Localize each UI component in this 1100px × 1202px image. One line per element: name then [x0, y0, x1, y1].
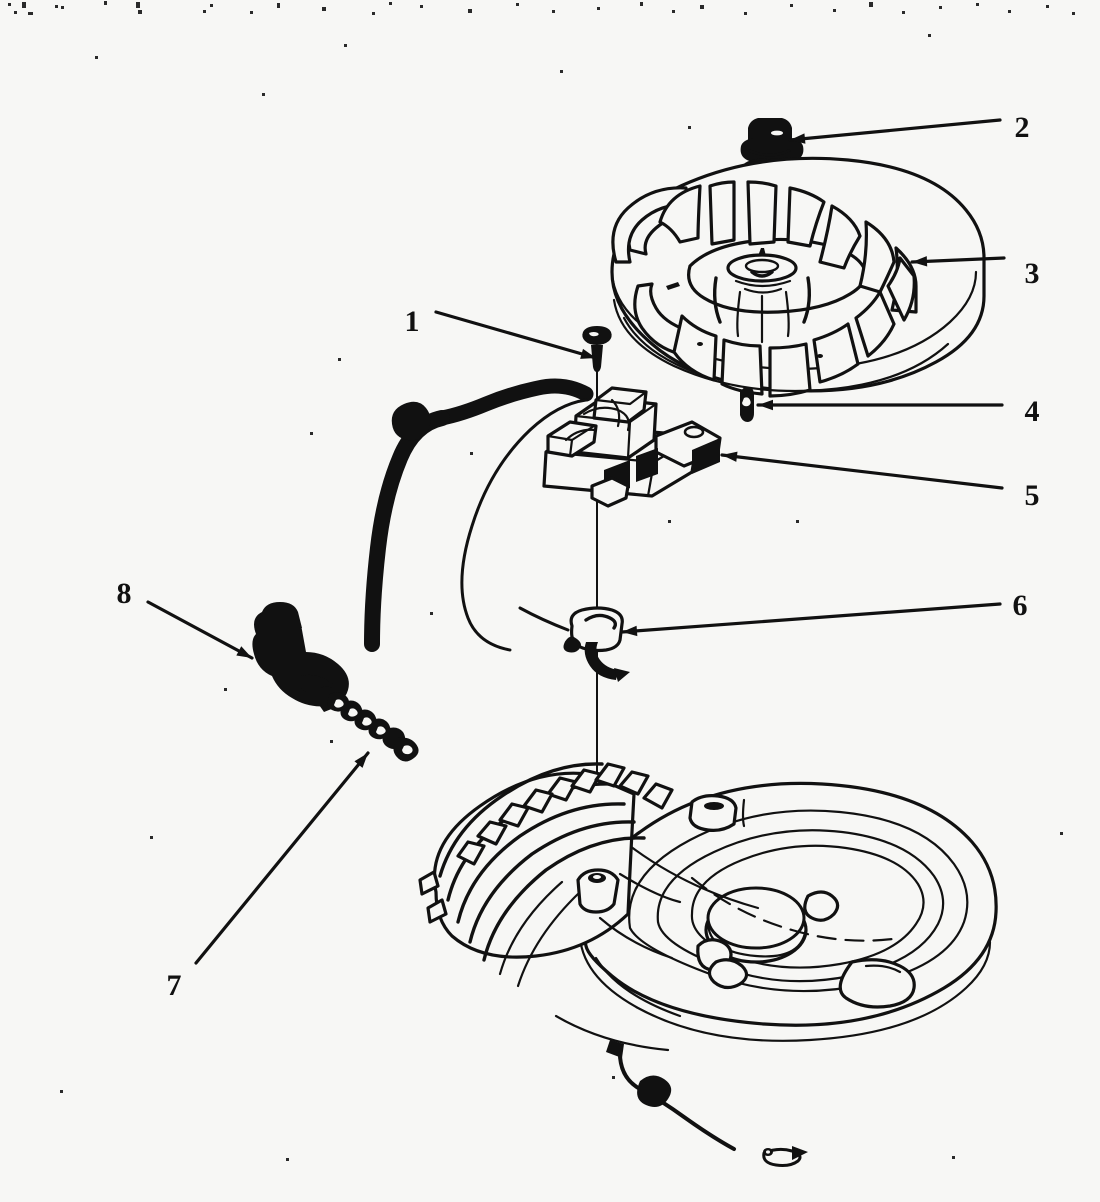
callout-arrowhead-3	[912, 256, 928, 267]
callout-number-8: 8	[117, 577, 132, 610]
callout-arrowhead-6	[622, 625, 638, 637]
spark-plug-threads	[327, 692, 406, 749]
callout-leader-2	[788, 118, 1002, 142]
callout-leader-7	[194, 751, 370, 965]
callout-number-7: 7	[167, 969, 182, 1002]
callout-arrowhead-5	[722, 451, 738, 462]
wire-terminal-lug	[762, 1146, 808, 1167]
callout-arrowhead-1	[580, 348, 596, 359]
callout-layer: 1 2 3 4 5 6 7 8	[117, 111, 1040, 1002]
callout-number-2: 2	[1015, 111, 1030, 144]
callout-leader-8	[146, 600, 254, 660]
callout-6: 6	[620, 589, 1028, 637]
armature-ignition-coil	[460, 386, 722, 652]
crankcase-mounting-lug	[688, 794, 746, 832]
callout-number-1: 1	[405, 305, 420, 338]
callout-number-4: 4	[1025, 395, 1040, 428]
callout-number-3: 3	[1025, 257, 1040, 290]
callout-number-6: 6	[1013, 589, 1028, 622]
ground-wire-with-terminal	[606, 1040, 808, 1167]
engine-cylinder-and-crankcase	[418, 762, 998, 1052]
callout-7: 7	[167, 751, 370, 1002]
callout-number-5: 5	[1025, 479, 1040, 512]
callout-5: 5	[720, 451, 1040, 512]
callout-4: 4	[756, 395, 1040, 428]
callout-arrowhead-4	[758, 399, 773, 411]
callout-2: 2	[788, 111, 1030, 144]
callout-arrowhead-8	[236, 646, 252, 658]
callout-leader-6	[620, 602, 1002, 634]
cylinder-fin-tips	[456, 762, 674, 866]
callout-8: 8	[117, 577, 254, 660]
wire-retainer-clip	[518, 606, 630, 682]
flywheel-mounting-bolt	[582, 326, 612, 372]
crankshaft-bearing-boss	[704, 886, 808, 964]
armature-mounting-boss	[576, 868, 620, 914]
callout-leader-5	[720, 453, 1004, 490]
flywheel-hub	[726, 248, 798, 294]
flywheel-with-fan-vanes	[610, 156, 986, 398]
spark-plug-boot-and-lead	[252, 378, 594, 712]
callout-1: 1	[405, 305, 598, 360]
callout-arrowhead-2	[790, 133, 806, 144]
spark-plug	[318, 686, 419, 762]
callout-leader-1	[434, 310, 598, 360]
callout-arrowhead-7	[354, 753, 368, 768]
cylinder-cooling-fins	[438, 762, 646, 988]
flywheel-key	[740, 386, 754, 422]
callout-leader-3	[910, 256, 1006, 264]
callout-3: 3	[910, 256, 1040, 290]
